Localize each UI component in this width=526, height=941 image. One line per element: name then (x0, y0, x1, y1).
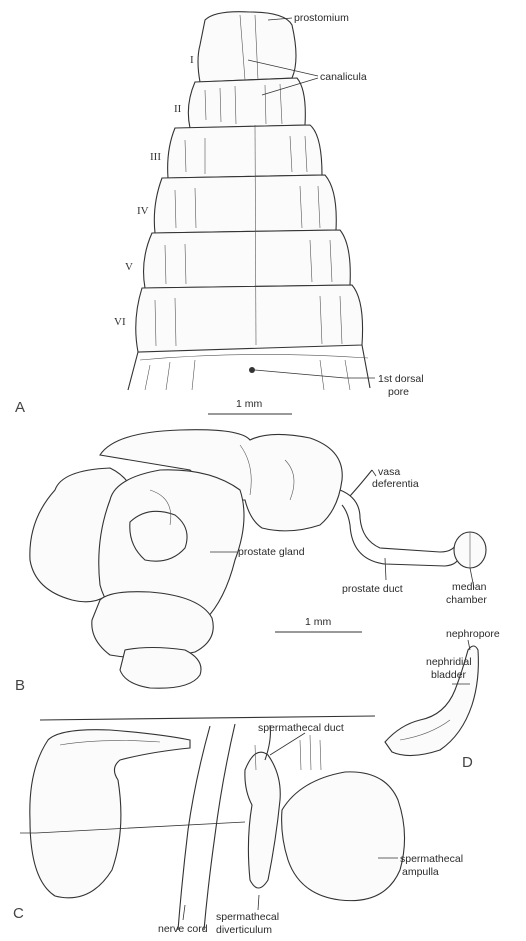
segment-label: III (150, 151, 161, 163)
segment-label: VI (114, 316, 126, 328)
segment-label: V (125, 261, 133, 273)
label-nephridial: nephridial (426, 656, 472, 668)
label-1st-dorsal-pore-2: pore (388, 386, 409, 398)
label-nephropore: nephropore (446, 628, 500, 640)
label-vasa: vasa (378, 466, 400, 478)
label-diverticulum: diverticulum (216, 924, 272, 936)
label-median: median (452, 581, 487, 593)
label-1st-dorsal-pore: 1st dorsal (378, 373, 424, 385)
label-prostate-duct: prostate duct (342, 583, 403, 595)
panel-a-worm (128, 12, 370, 390)
label-prostomium: prostomium (294, 12, 349, 24)
label-nerve-cord: nerve cord (158, 923, 208, 935)
segment-label: I (190, 54, 194, 66)
label-spermathecal-duct: spermathecal duct (258, 722, 344, 734)
label-deferentia: deferentia (372, 478, 419, 490)
segment-label: IV (137, 205, 149, 217)
panel-label-b: B (15, 677, 25, 694)
scale-label-a: 1 mm (236, 398, 263, 410)
panel-label-d: D (462, 754, 473, 771)
label-chamber: chamber (446, 594, 487, 606)
panel-b-prostate (30, 430, 486, 689)
panel-label-c: C (13, 905, 24, 922)
label-spermathecal: spermathecal (400, 853, 463, 865)
panel-label-a: A (15, 399, 25, 416)
label-canalicula: canalicula (320, 71, 367, 83)
label-ampulla: ampulla (402, 866, 439, 878)
label-bladder: bladder (431, 669, 467, 681)
label-sperm-divert: spermathecal (216, 911, 279, 923)
panel-c-spermathecae (20, 716, 405, 930)
scale-label-b: 1 mm (305, 616, 332, 628)
segment-label: II (174, 103, 182, 115)
label-prostate-gland: prostate gland (238, 546, 305, 558)
